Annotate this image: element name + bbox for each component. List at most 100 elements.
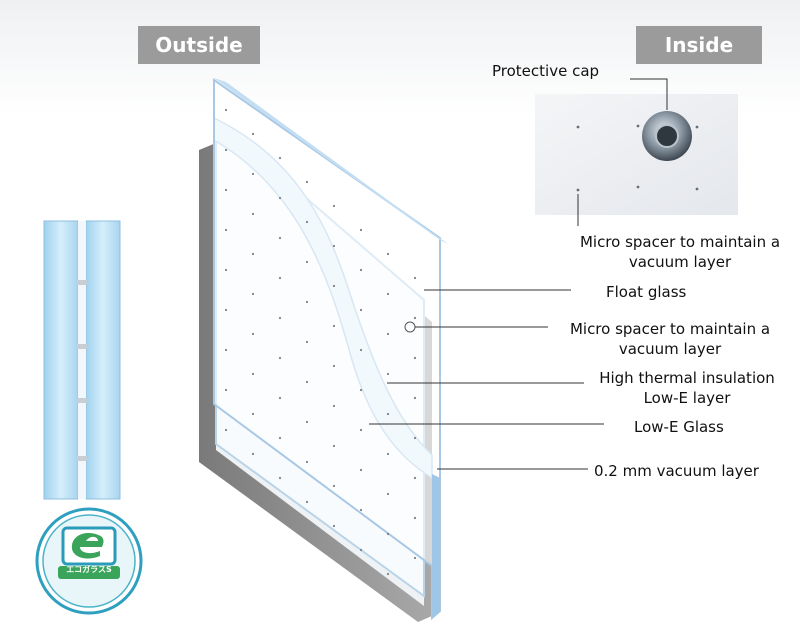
- float-glass-right-edge: [432, 474, 440, 618]
- micro-spacer-dot: [359, 228, 363, 232]
- micro-spacer-dot: [251, 252, 255, 256]
- photo-spacer-dot: [636, 124, 640, 128]
- micro-spacer-dot: [332, 324, 336, 328]
- glass-assembly: [199, 78, 448, 622]
- micro-spacer-grid: [224, 108, 417, 576]
- micro-spacer-dot: [278, 356, 282, 360]
- micro-spacer-dot: [224, 388, 228, 392]
- micro-spacer-dot: [413, 436, 417, 440]
- label-high-thermal-insulation: High thermal insulation Low-E layer: [599, 369, 775, 407]
- float-glass-top-edge: [214, 78, 448, 244]
- micro-spacer-dot: [386, 532, 390, 536]
- micro-spacer-dot: [332, 484, 336, 488]
- micro-spacer-dot: [359, 468, 363, 472]
- label-micro-spacer-top: Micro spacer to maintain a vacuum layer: [579, 233, 781, 271]
- micro-spacer-dot: [278, 396, 282, 400]
- micro-spacer-dot: [386, 572, 390, 576]
- micro-spacer-dot: [305, 180, 309, 184]
- photo-spacer-dot: [695, 125, 699, 129]
- micro-spacer-dot: [359, 268, 363, 272]
- micro-spacer-dot: [413, 556, 417, 560]
- photo-spacer-dots: [576, 124, 699, 192]
- micro-spacer-dot: [224, 268, 228, 272]
- leader-protective-cap: [630, 78, 668, 110]
- micro-spacer-dot: [224, 108, 228, 112]
- micro-spacer-dot: [278, 156, 282, 160]
- micro-spacer-dot: [251, 172, 255, 176]
- cross-section-pane-left: [43, 220, 79, 500]
- micro-spacer-dot: [386, 492, 390, 496]
- label-float-glass: Float glass: [606, 283, 687, 301]
- micro-spacer-dot: [332, 284, 336, 288]
- micro-spacer-dot: [278, 436, 282, 440]
- micro-spacer-dot: [224, 348, 228, 352]
- micro-spacer-dot: [386, 452, 390, 456]
- inside-header: Inside: [636, 26, 762, 64]
- micro-spacer-dot: [332, 244, 336, 248]
- micro-spacer-dot: [359, 388, 363, 392]
- micro-spacer-dot: [251, 412, 255, 416]
- cross-section-gap: [78, 221, 86, 499]
- protective-cap-center: [655, 124, 679, 148]
- cross-section-spacer: [77, 456, 87, 461]
- micro-spacer-dot: [386, 412, 390, 416]
- micro-spacer-dot: [224, 428, 228, 432]
- micro-spacer-dot: [251, 452, 255, 456]
- cross-section-spacer: [77, 398, 87, 403]
- photo-spacer-dot: [695, 187, 699, 191]
- micro-spacer-dot: [224, 228, 228, 232]
- eco-glass-logo: [35, 507, 143, 615]
- micro-spacer-dot: [413, 396, 417, 400]
- label-low-e-glass: Low-E Glass: [634, 418, 724, 436]
- micro-spacer-dot: [305, 300, 309, 304]
- micro-spacer-dot: [332, 404, 336, 408]
- micro-spacer-dot: [224, 308, 228, 312]
- micro-spacer-dot: [413, 276, 417, 280]
- cross-section-pane-right: [85, 220, 121, 500]
- micro-spacer-dot: [278, 236, 282, 240]
- micro-spacer-dot: [332, 204, 336, 208]
- micro-spacer-dot: [278, 196, 282, 200]
- micro-spacer-dot: [251, 372, 255, 376]
- micro-spacer-dot: [224, 188, 228, 192]
- protective-cap-photo: [535, 94, 738, 215]
- micro-spacer-dot: [413, 316, 417, 320]
- micro-spacer-dot: [386, 252, 390, 256]
- logo-text-band: [58, 566, 120, 579]
- photo-background: [535, 94, 738, 215]
- cross-section-spacer: [77, 344, 87, 349]
- label-vacuum-layer: 0.2 mm vacuum layer: [594, 462, 759, 480]
- micro-spacer-dot: [386, 292, 390, 296]
- micro-spacer-dot: [386, 332, 390, 336]
- micro-spacer-dot: [305, 420, 309, 424]
- logo-leaf-icon: [86, 536, 98, 541]
- label-protective-cap: Protective cap: [492, 62, 600, 80]
- micro-spacer-dot: [359, 348, 363, 352]
- leader-lines: [369, 78, 668, 470]
- micro-spacer-dot: [305, 500, 309, 504]
- micro-spacer-dot: [332, 444, 336, 448]
- micro-spacer-dot: [332, 364, 336, 368]
- micro-spacer-dot: [278, 276, 282, 280]
- micro-spacer-dot: [251, 132, 255, 136]
- micro-spacer-dot: [251, 332, 255, 336]
- micro-spacer-dot: [278, 316, 282, 320]
- micro-spacer-dot: [251, 292, 255, 296]
- outside-header: Outside: [138, 26, 260, 64]
- micro-spacer-dot: [413, 516, 417, 520]
- micro-spacer-dot: [305, 340, 309, 344]
- micro-spacer-dot: [305, 460, 309, 464]
- label-micro-spacer-mid: Micro spacer to maintain a vacuum layer: [569, 320, 771, 358]
- micro-spacer-dot: [359, 428, 363, 432]
- micro-spacer-dot: [386, 372, 390, 376]
- logo-text: エコガラスS: [66, 565, 112, 574]
- photo-spacer-dot: [576, 188, 580, 192]
- micro-spacer-dot: [359, 508, 363, 512]
- micro-spacer-dot: [278, 476, 282, 480]
- micro-spacer-dot: [359, 308, 363, 312]
- micro-spacer-dot: [413, 476, 417, 480]
- micro-spacer-dot: [305, 220, 309, 224]
- photo-spacer-dot: [636, 185, 640, 189]
